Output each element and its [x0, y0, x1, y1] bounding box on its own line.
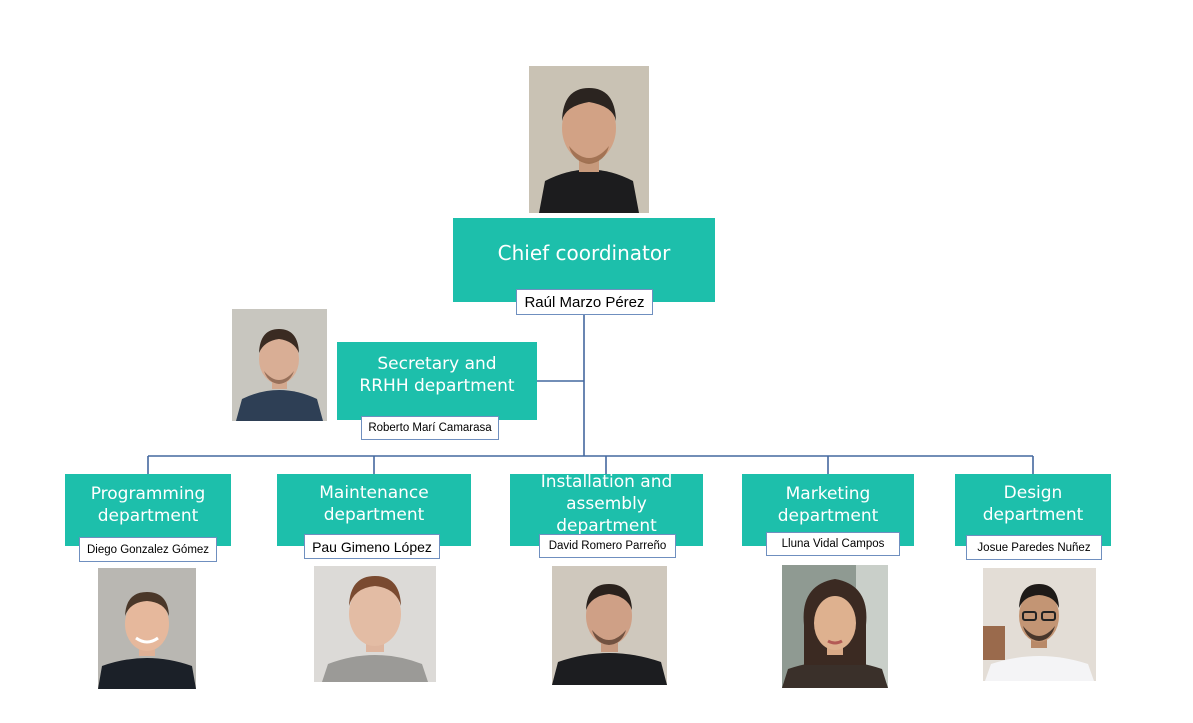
secretary-photo — [232, 309, 327, 421]
installation-name: David Romero Parreño — [539, 534, 676, 558]
maintenance-photo — [314, 566, 436, 682]
maintenance-name: Pau Gimeno López — [304, 534, 440, 559]
programming-box: Programming department — [65, 474, 231, 546]
programming-title: Programming department — [90, 484, 206, 526]
marketing-photo — [782, 565, 888, 688]
secretary-box: Secretary and RRHH department — [337, 342, 537, 420]
marketing-name: Lluna Vidal Campos — [766, 532, 900, 556]
design-photo — [983, 568, 1096, 681]
installation-photo — [552, 566, 667, 685]
programming-name: Diego Gonzalez Gómez — [79, 537, 217, 562]
marketing-title: Marketing department — [777, 484, 879, 526]
installation-title: Installation and assembly department — [540, 472, 673, 536]
design-name: Josue Paredes Nuñez — [966, 535, 1102, 560]
design-box: Design department — [955, 474, 1111, 546]
chief-photo — [529, 66, 649, 213]
secretary-title: Secretary and RRHH department — [359, 354, 515, 396]
chief-box: Chief coordinator — [453, 218, 715, 302]
secretary-name: Roberto Marí Camarasa — [361, 416, 499, 440]
maintenance-title: Maintenance department — [319, 483, 429, 525]
chief-title: Chief coordinator — [497, 241, 671, 265]
chief-name: Raúl Marzo Pérez — [516, 289, 653, 315]
programming-photo — [98, 568, 196, 689]
design-title: Design department — [982, 483, 1084, 525]
